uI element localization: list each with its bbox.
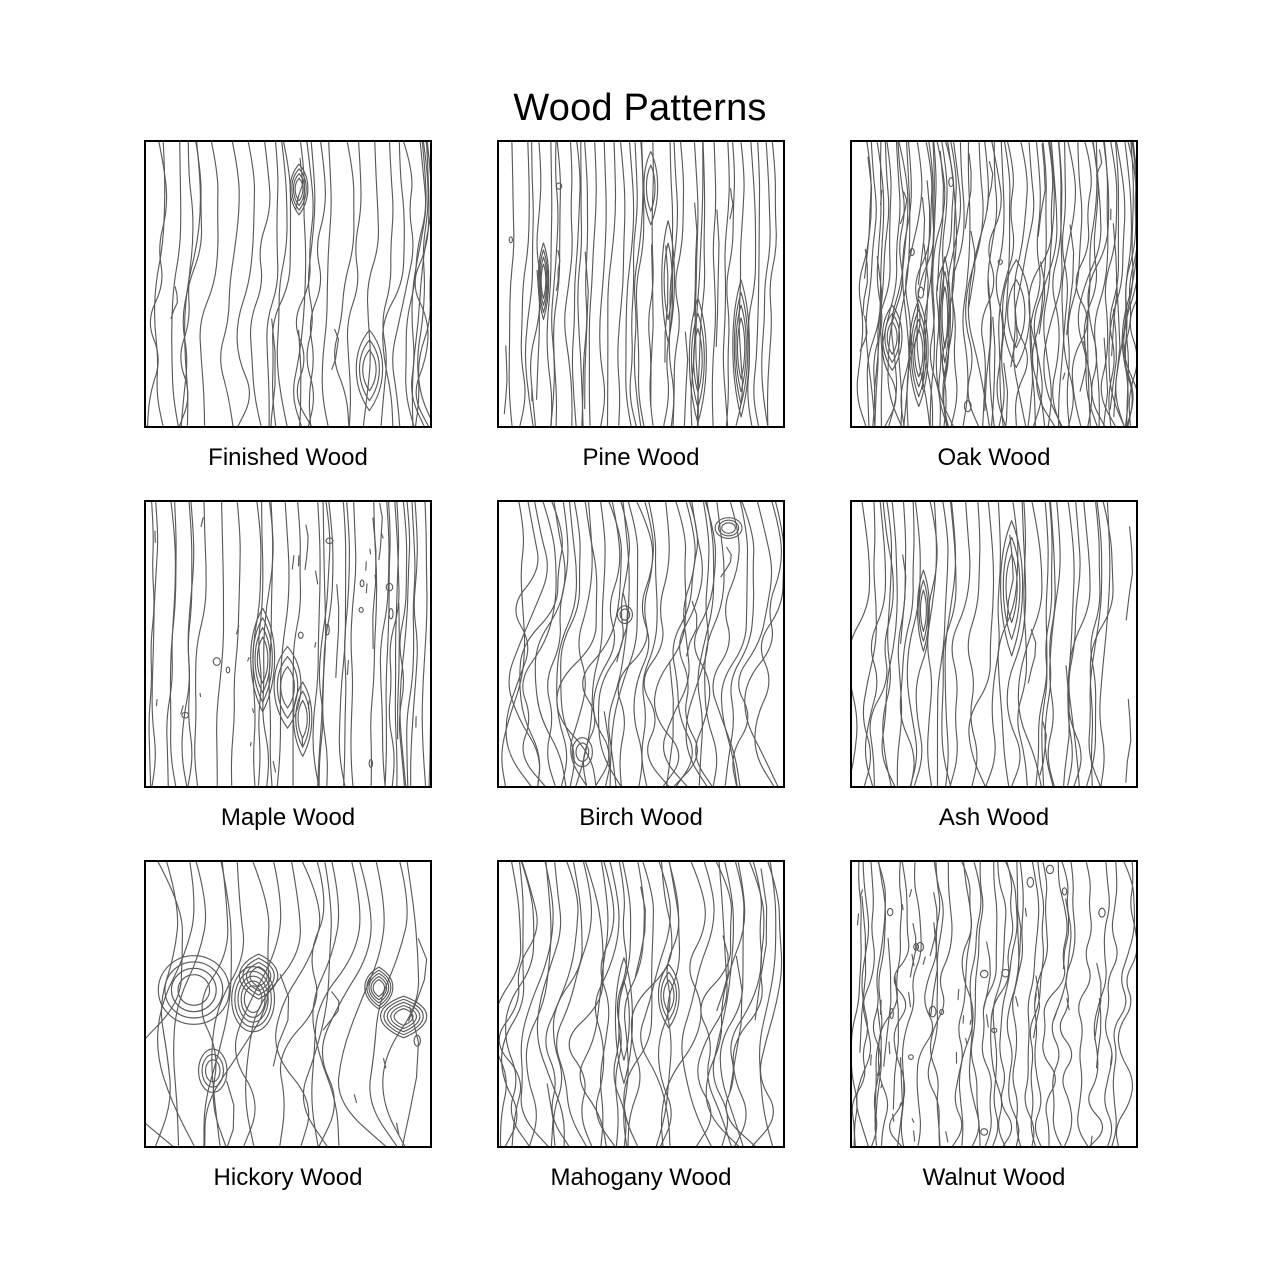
wood-swatch-label-finished-wood: Finished Wood <box>208 444 368 471</box>
wood-swatch-cell-maple-wood: Maple Wood <box>144 500 432 832</box>
wood-swatch-label-mahogany-wood: Mahogany Wood <box>550 1164 732 1191</box>
wood-swatch-cell-mahogany-wood: Mahogany Wood <box>497 860 785 1192</box>
wood-swatch-cell-ash-wood: Ash Wood <box>850 500 1138 832</box>
wood-swatch-label-oak-wood: Oak Wood <box>937 444 1051 471</box>
wood-swatch-pine-wood <box>497 140 785 428</box>
page-title: Wood Patterns <box>513 87 767 130</box>
wood-swatch-ash-wood <box>850 500 1138 788</box>
wood-swatch-cell-pine-wood: Pine Wood <box>497 140 785 472</box>
wood-swatch-maple-wood <box>144 500 432 788</box>
wood-swatch-cell-walnut-wood: Walnut Wood <box>850 860 1138 1192</box>
wood-swatch-birch-wood <box>497 500 785 788</box>
wood-swatch-hickory-wood <box>144 860 432 1148</box>
wood-swatch-cell-hickory-wood: Hickory Wood <box>144 860 432 1192</box>
wood-swatch-cell-finished-wood: Finished Wood <box>144 140 432 472</box>
wood-swatch-label-pine-wood: Pine Wood <box>582 444 700 471</box>
wood-swatch-label-hickory-wood: Hickory Wood <box>213 1164 363 1191</box>
wood-swatch-label-birch-wood: Birch Wood <box>579 804 703 831</box>
wood-swatch-label-ash-wood: Ash Wood <box>938 804 1050 831</box>
wood-swatch-cell-oak-wood: Oak Wood <box>850 140 1138 472</box>
wood-swatch-oak-wood <box>850 140 1138 428</box>
wood-swatch-label-walnut-wood: Walnut Wood <box>922 1164 1066 1191</box>
wood-swatch-walnut-wood <box>850 860 1138 1148</box>
wood-swatch-finished-wood <box>144 140 432 428</box>
wood-swatch-mahogany-wood <box>497 860 785 1148</box>
wood-swatch-label-maple-wood: Maple Wood <box>220 804 356 831</box>
wood-swatch-cell-birch-wood: Birch Wood <box>497 500 785 832</box>
